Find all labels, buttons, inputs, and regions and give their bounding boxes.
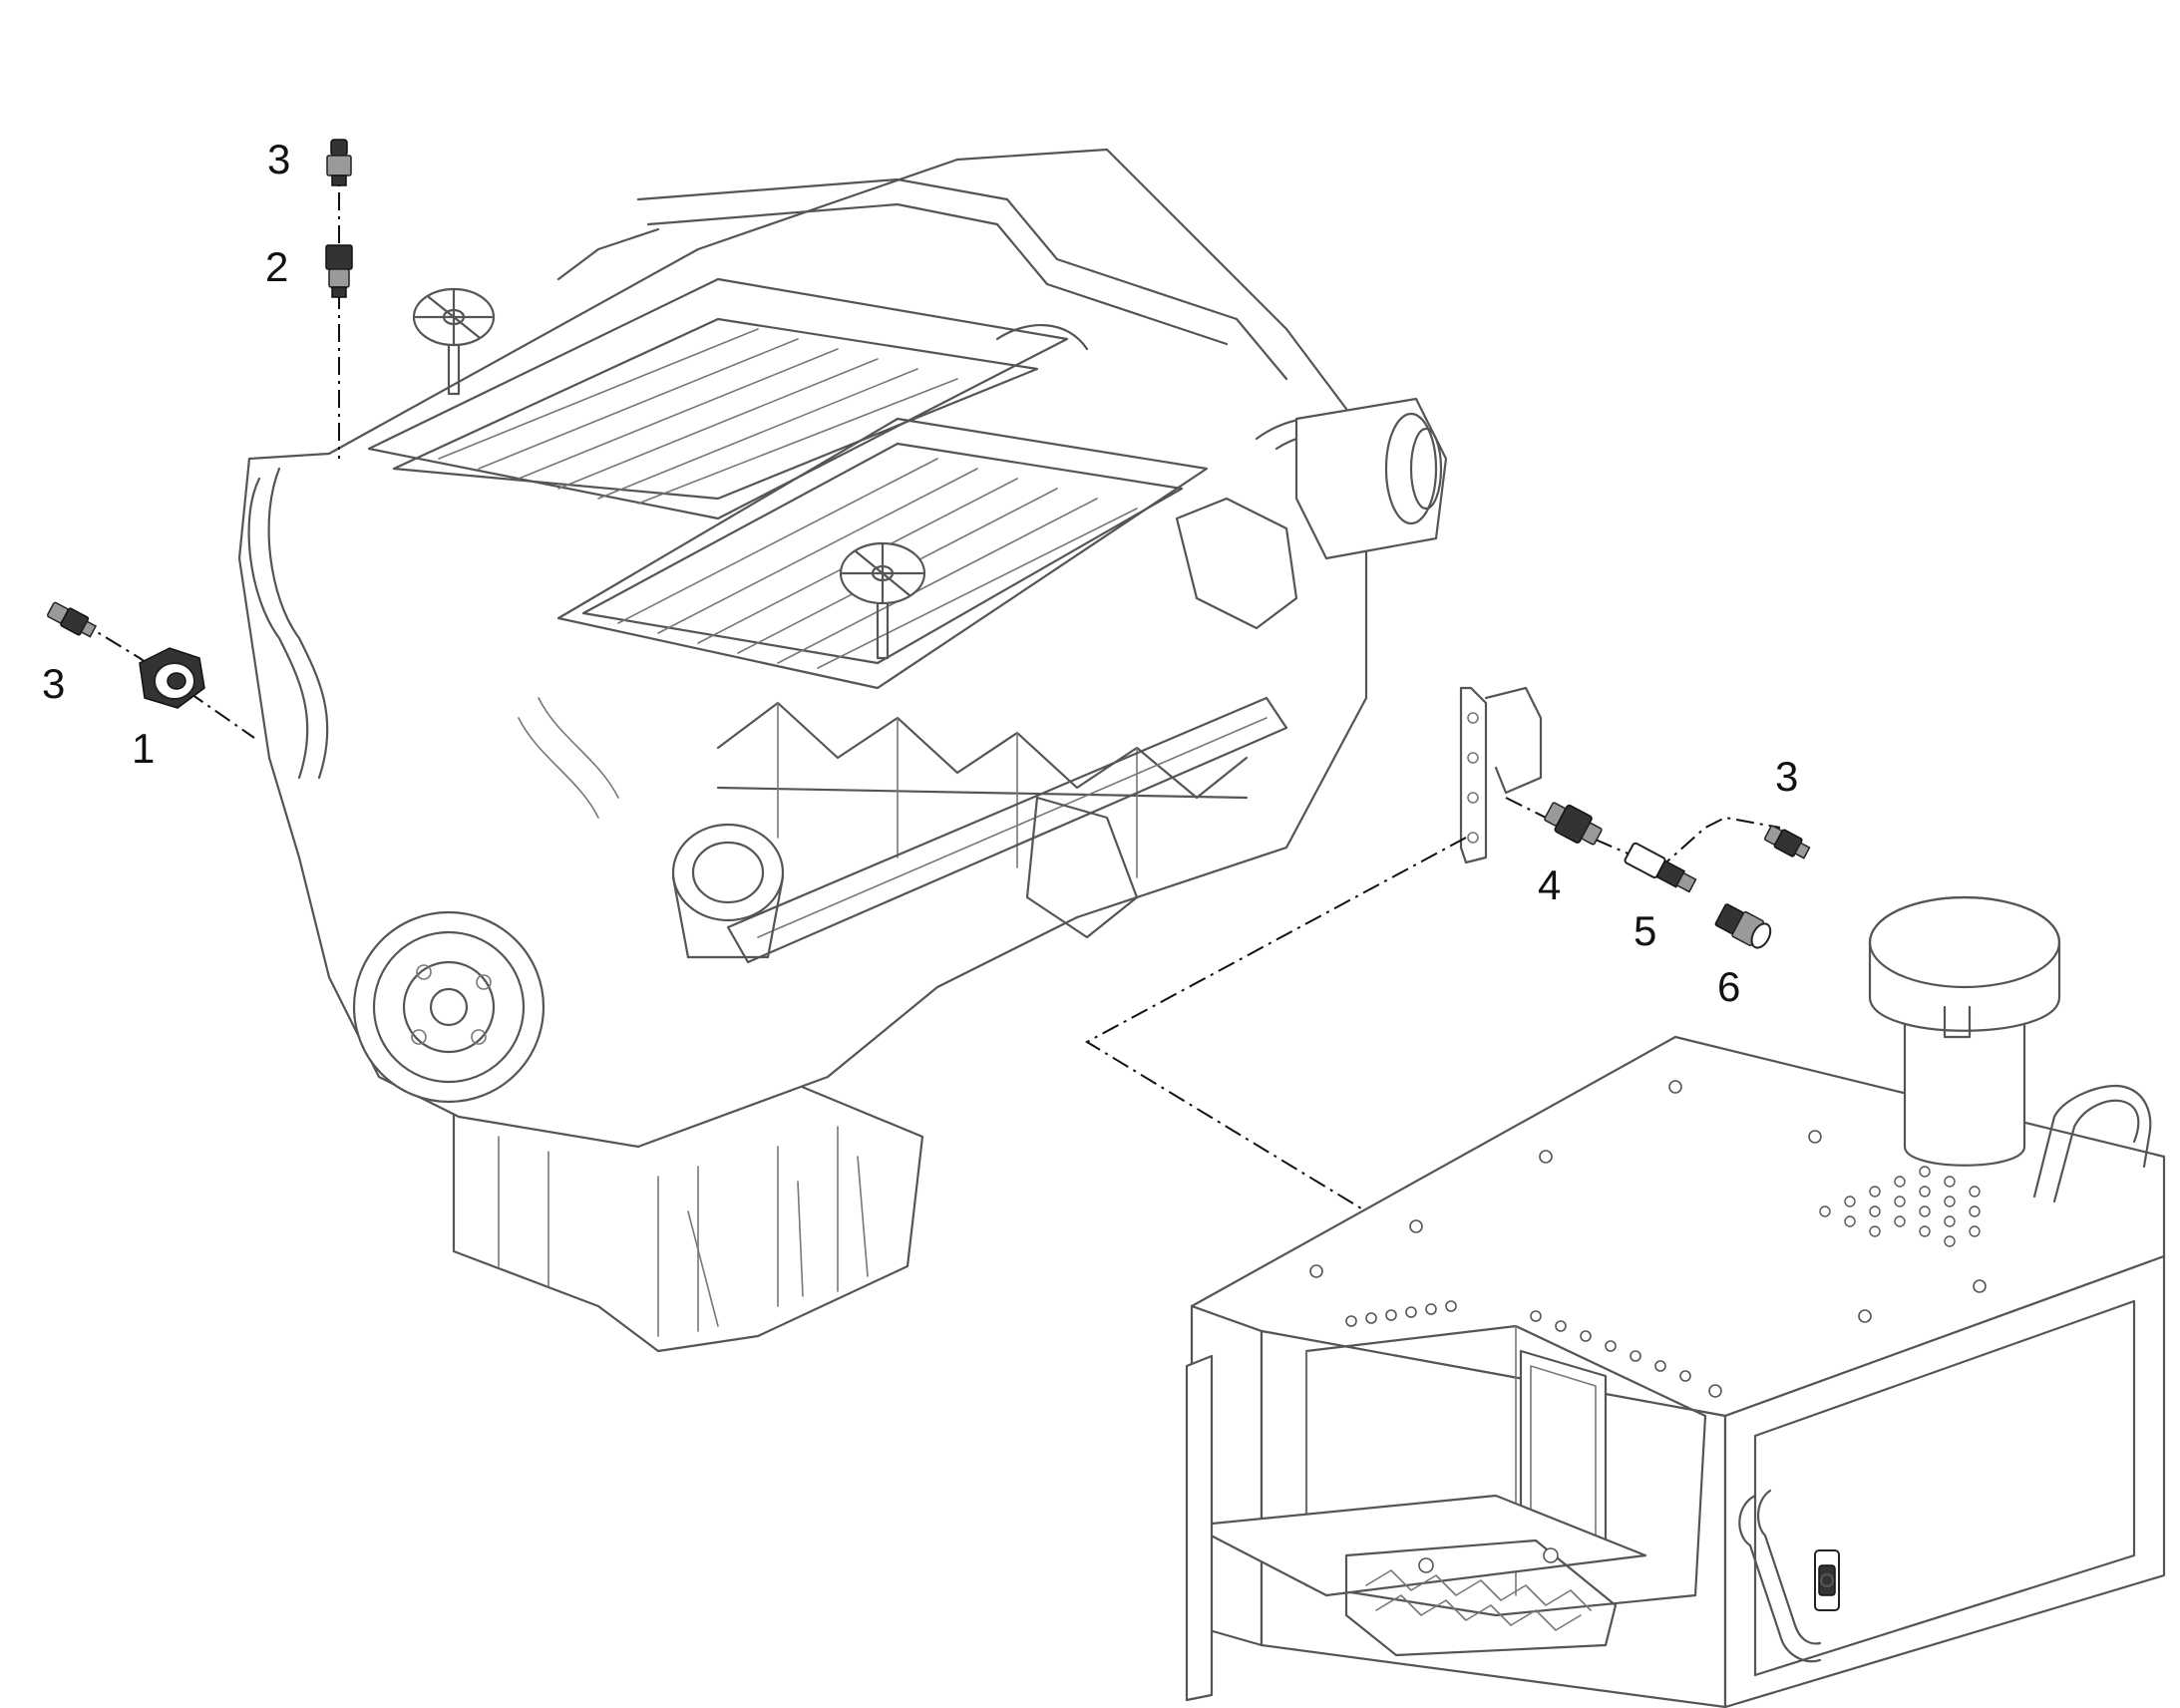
engine-handwheel-rear [412,287,496,396]
enclosure-leader-line [1084,837,1467,1212]
callout-right-5: 5 [1634,907,1656,954]
callout-right-3: 3 [1775,753,1798,800]
top-adapter-item-2 [325,244,353,298]
callout-top-3: 3 [267,136,290,182]
top-part-stack [325,139,353,459]
callout-right-6: 6 [1717,963,1740,1010]
left-fitting-item-3 [47,601,98,638]
right-adapter-item-6 [1714,903,1772,949]
enclosure-handle-top [2032,1084,2152,1203]
engine-block [237,148,1395,1149]
right-extension-item-5 [1624,842,1697,893]
callout-right-4: 4 [1538,861,1561,908]
engine-assembly [237,148,1448,1353]
callout-labels: 3 2 3 1 3 4 5 6 [42,136,1798,1010]
right-mount-bracket [1459,686,1543,864]
engine-pulley [352,910,545,1104]
callout-top-2: 2 [265,243,288,290]
callout-left-1: 1 [132,725,155,772]
engine-turbo [1294,397,1448,560]
top-fitting-item-3 [326,139,352,186]
enclosure-assembly [1185,895,2166,1708]
right-part-stack [1459,686,1811,949]
left-part-stack [47,601,255,739]
engine-handwheel-front [839,541,926,660]
enclosure-side-connector [1814,1549,1840,1611]
engine-oil-filter [671,823,785,959]
enclosure-handle-side [1738,1489,1822,1663]
callout-left-3: 3 [42,660,65,707]
enclosure-bolts [1309,1080,1987,1573]
enclosure-vent-grille [1819,1166,1981,1247]
enclosure-breather-filter [1868,895,2061,1167]
left-plug-item-1 [139,647,205,709]
left-leader-line [77,619,255,739]
right-sensor-item-4 [1544,802,1603,846]
right-fitting-item-3 [1764,825,1811,859]
engine-oil-pan [452,1075,924,1353]
